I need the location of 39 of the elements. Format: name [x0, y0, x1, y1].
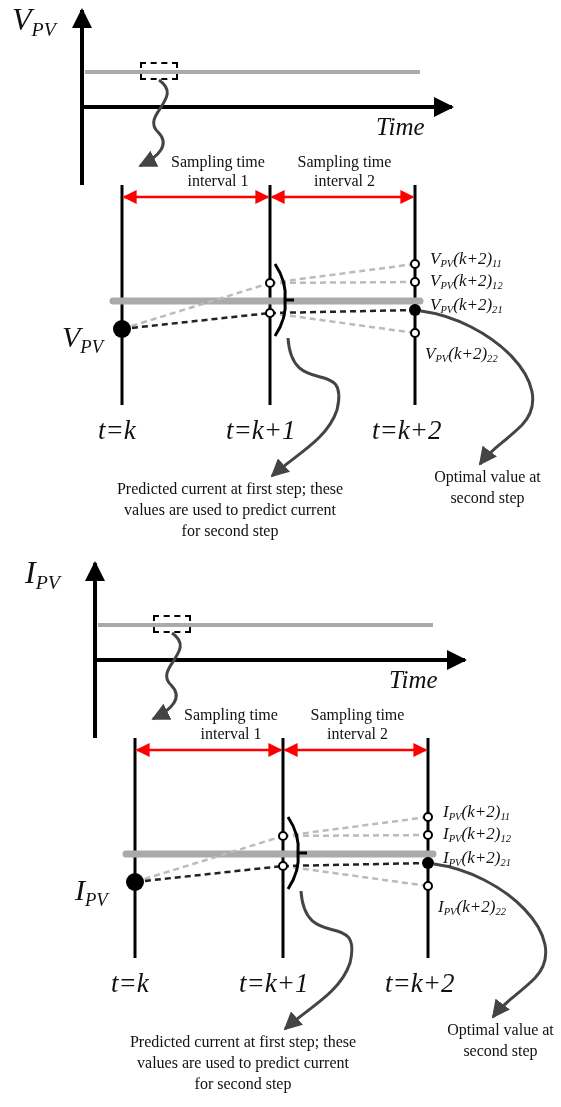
- axis-label: I$_{PV}$: [25, 555, 60, 594]
- value-label: V$_{PV}$: [62, 320, 104, 358]
- value-label: V$_{PV}$(k+2)$_{22}$: [425, 345, 498, 365]
- dashed-box: [140, 62, 178, 80]
- curved-arrow: [420, 309, 534, 466]
- value-label: V$_{PV}$(k+2)$_{21}$: [430, 296, 503, 316]
- value-label: V$_{PV}$(k+2)$_{12}$: [430, 272, 503, 292]
- interval-label: Sampling time interval 2: [296, 152, 393, 190]
- data-point: [409, 304, 421, 316]
- axis-label: V$_{PV}$: [12, 2, 56, 41]
- curved-arrow: [138, 78, 169, 168]
- callout-text: Optimal value at second step: [420, 466, 555, 508]
- curved-arrow: [270, 337, 341, 478]
- value-label: I$_{PV}$: [75, 873, 108, 911]
- callout-text: Optimal value at second step: [433, 1019, 561, 1061]
- curved-arrow: [283, 890, 354, 1031]
- curved-arrow: [151, 631, 182, 721]
- bracket: [273, 262, 295, 338]
- interval-label: Sampling time interval 1: [183, 705, 279, 743]
- interval-label: Sampling time interval 2: [309, 705, 406, 743]
- interval-label: Sampling time interval 1: [170, 152, 266, 190]
- time-label: t=k: [111, 969, 149, 999]
- bracket: [286, 815, 308, 891]
- curved-arrow: [433, 862, 547, 1019]
- value-label: I$_{PV}$(k+2)$_{21}$: [443, 849, 511, 869]
- axis-label: Time: [376, 113, 425, 141]
- data-point: [422, 857, 434, 869]
- axis-label: Time: [389, 666, 438, 694]
- value-label: V$_{PV}$(k+2)$_{11}$: [430, 250, 502, 270]
- time-label: t=k: [98, 416, 136, 446]
- time-label: t=k+1: [239, 969, 309, 999]
- time-label: t=k+1: [226, 416, 296, 446]
- callout-text: Predicted current at first step; these values are used to predict current for second step: [128, 1031, 358, 1094]
- value-label: I$_{PV}$(k+2)$_{12}$: [443, 825, 511, 845]
- callout-text: Predicted current at first step; these values are used to predict current for second step: [115, 478, 345, 541]
- time-label: t=k+2: [372, 416, 442, 446]
- dashed-box: [153, 615, 191, 633]
- value-label: I$_{PV}$(k+2)$_{22}$: [438, 898, 506, 918]
- time-label: t=k+2: [385, 969, 455, 999]
